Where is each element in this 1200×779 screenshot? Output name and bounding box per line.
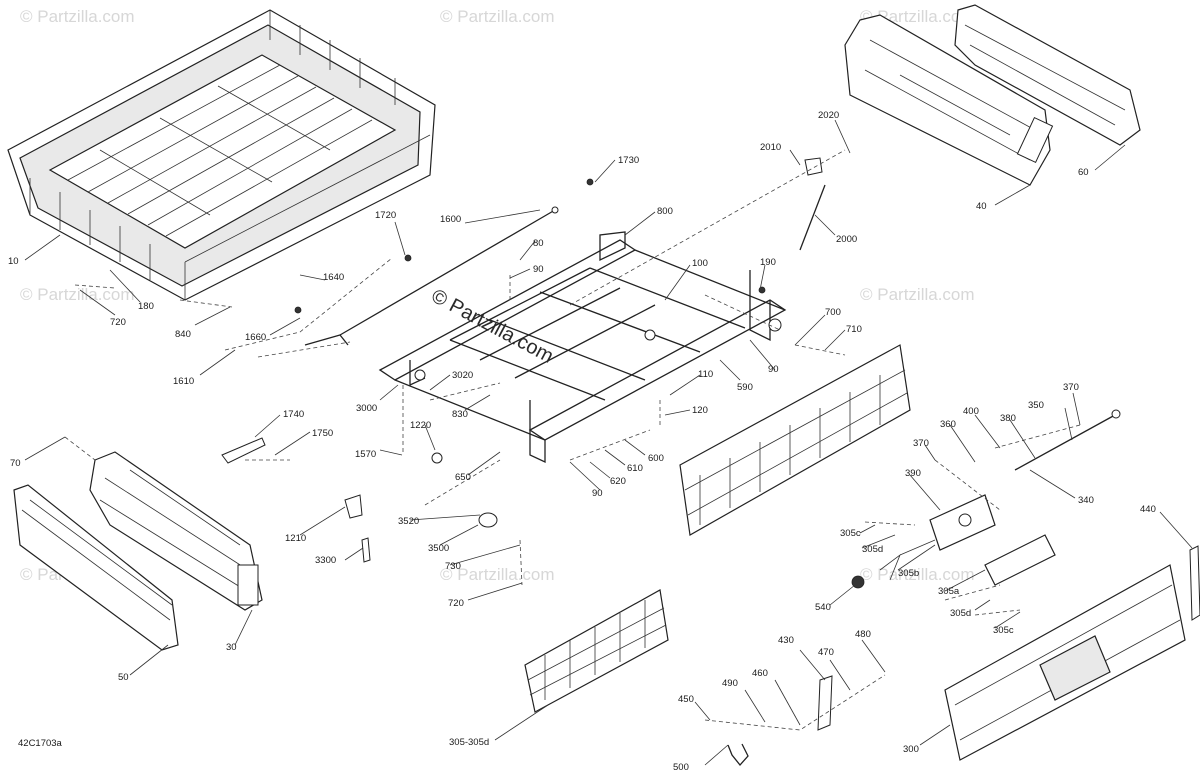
callout-label: 380 — [1000, 413, 1016, 424]
callout-label: 2020 — [818, 110, 839, 121]
callout-label: 710 — [846, 324, 862, 335]
callout-label: 3300 — [315, 555, 336, 566]
lower-grille-part — [524, 589, 669, 713]
watermark: © Partzilla.com — [860, 285, 975, 304]
callout-label: 90 — [533, 264, 544, 275]
watermark: © Partzilla.com — [440, 565, 555, 584]
callout-label: 3000 — [356, 403, 377, 414]
center-watermark: © Partzilla.com — [428, 285, 557, 368]
callout-leaders — [24, 119, 1193, 766]
callout-label: 1720 — [375, 210, 396, 221]
callout-label: 305d — [862, 544, 883, 555]
callout-label: 540 — [815, 602, 831, 613]
callout-label: 1220 — [410, 420, 431, 431]
rear-grille-part — [679, 344, 911, 536]
callout-labels: 10 180 720 840 1640 1660 1610 1720 1600 … — [8, 110, 1156, 773]
callout-label: 60 — [1078, 167, 1089, 178]
watermark: © Partzilla.com — [440, 7, 555, 26]
callout-label: 3520 — [398, 516, 419, 527]
callout-label: 400 — [963, 406, 979, 417]
callout-label: 70 — [10, 458, 21, 469]
callout-label: 100 — [692, 258, 708, 269]
callout-label: 350 — [1028, 400, 1044, 411]
callout-label: 490 — [722, 678, 738, 689]
callout-label: 450 — [678, 694, 694, 705]
callout-label: 600 — [648, 453, 664, 464]
side-panel-40-part — [844, 14, 1054, 186]
tailgate-part — [944, 564, 1186, 761]
leader-lines — [64, 149, 1081, 731]
watermark: © Partzilla.com — [20, 285, 135, 304]
callout-label: 1210 — [285, 533, 306, 544]
callout-label: 1640 — [323, 272, 344, 283]
callout-label: 500 — [673, 762, 689, 773]
side-panel-60-part — [954, 4, 1141, 146]
side-panel-50-part — [13, 484, 179, 651]
callout-label: 370 — [913, 438, 929, 449]
gas-strut-part — [799, 157, 826, 251]
cable-340-part — [1014, 409, 1121, 471]
callout-label: 840 — [175, 329, 191, 340]
watermark: © Partzilla.com — [860, 565, 975, 584]
callout-label: 90 — [768, 364, 779, 375]
callout-label: 3020 — [452, 370, 473, 381]
callout-label: 50 — [118, 672, 129, 683]
callout-label: 305c — [993, 625, 1014, 636]
callout-label: 305a — [938, 586, 960, 597]
bed-frame-part — [378, 231, 787, 464]
callout-label: 2000 — [836, 234, 857, 245]
rod-1600-part — [304, 206, 559, 346]
callout-label: 1740 — [283, 409, 304, 420]
callout-label: 305-305d — [449, 737, 489, 748]
callout-label: 460 — [752, 668, 768, 679]
callout-label: 300 — [903, 744, 919, 755]
callout-label: 340 — [1078, 495, 1094, 506]
callout-label: 90 — [592, 488, 603, 499]
latch-assembly-part — [851, 494, 1056, 589]
callout-label: 40 — [976, 201, 987, 212]
callout-label: 610 — [627, 463, 643, 474]
callout-label: 720 — [448, 598, 464, 609]
callout-label: 590 — [737, 382, 753, 393]
callout-label: 190 — [760, 257, 776, 268]
callout-label: 30 — [226, 642, 237, 653]
callout-label: 650 — [455, 472, 471, 483]
callout-label: 305d — [950, 608, 971, 619]
cargo-box-part — [7, 9, 436, 301]
callout-label: 305c — [840, 528, 861, 539]
callout-label: 700 — [825, 307, 841, 318]
callout-label: 180 — [138, 301, 154, 312]
callout-label: 1610 — [173, 376, 194, 387]
callout-label: 370 — [1063, 382, 1079, 393]
callout-label: 470 — [818, 647, 834, 658]
callout-label: 830 — [452, 409, 468, 420]
callout-label: 730 — [445, 561, 461, 572]
callout-label: 10 — [8, 256, 19, 267]
side-panel-30-part — [89, 451, 263, 611]
callout-label: 1570 — [355, 449, 376, 460]
callout-label: 440 — [1140, 504, 1156, 515]
watermark: © Partzilla.com — [20, 7, 135, 26]
callout-label: 480 — [855, 629, 871, 640]
callout-label: 2010 — [760, 142, 781, 153]
callout-label: 3500 — [428, 543, 449, 554]
callout-label: 800 — [657, 206, 673, 217]
callout-label: 1730 — [618, 155, 639, 166]
callout-label: 110 — [698, 369, 713, 380]
callout-label: 120 — [692, 405, 708, 416]
callout-label: 305b — [898, 568, 919, 579]
callout-label: 1750 — [312, 428, 333, 439]
callout-label: 620 — [610, 476, 626, 487]
callout-label: 720 — [110, 317, 126, 328]
callout-label: 80 — [533, 238, 544, 249]
callout-label: 1600 — [440, 214, 461, 225]
callout-label: 390 — [905, 468, 921, 479]
callout-label: 1660 — [245, 332, 266, 343]
diagram-code: 42C1703a — [18, 738, 63, 749]
callout-label: 360 — [940, 419, 956, 430]
callout-label: 430 — [778, 635, 794, 646]
